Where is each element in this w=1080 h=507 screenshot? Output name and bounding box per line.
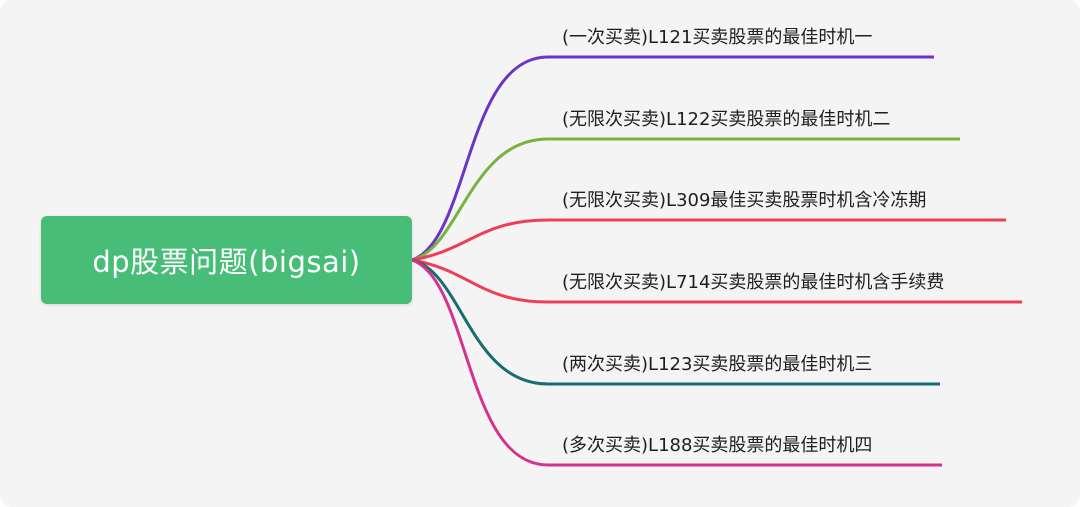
root-label: dp股票问题(bigsai)	[92, 245, 361, 279]
branch-label-2[interactable]: (无限次买卖)L309最佳买卖股票时机含冷冻期	[562, 190, 927, 211]
branch-label-0[interactable]: (一次买卖)L121买卖股票的最佳时机一	[562, 27, 873, 48]
branch-label-5[interactable]: (多次买卖)L188买卖股票的最佳时机四	[562, 435, 873, 456]
branch-edge-4	[411, 258, 940, 386]
branch-edge-3	[411, 258, 1022, 304]
branch-label-1[interactable]: (无限次买卖)L122买卖股票的最佳时机二	[562, 109, 891, 130]
branch-edge-0	[411, 55, 934, 262]
branch-label-3[interactable]: (无限次买卖)L714买卖股票的最佳时机含手续费	[562, 272, 945, 293]
branch-edge-2	[411, 218, 1006, 262]
branch-label-4[interactable]: (两次买卖)L123买卖股票的最佳时机三	[562, 354, 873, 375]
root-node[interactable]: dp股票问题(bigsai)	[41, 216, 412, 304]
branch-edge-1	[411, 137, 960, 262]
branch-edge-5	[411, 258, 942, 467]
